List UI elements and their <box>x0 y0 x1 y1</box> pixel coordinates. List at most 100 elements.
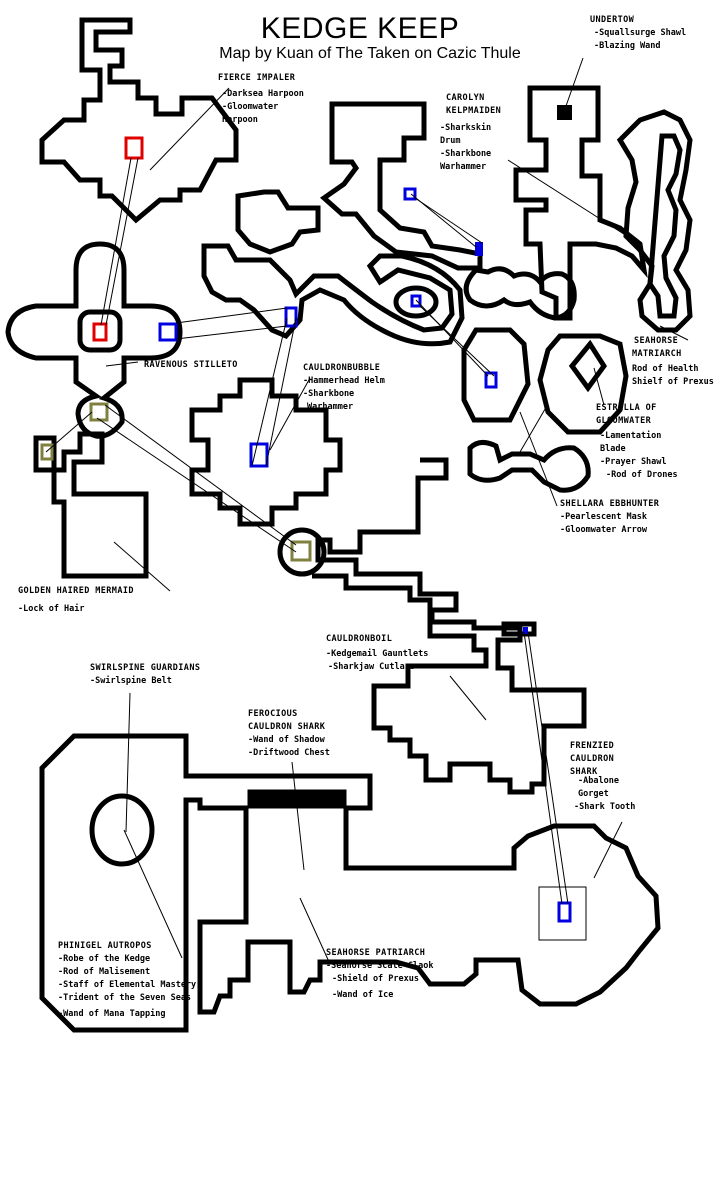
npc-item: -Robe of the Kedge <box>58 954 151 964</box>
npc-item: -Shield of Prexus <box>332 974 419 984</box>
npc-phinigel-autropos: PHINIGEL AUTROPOS -Robe of the Kedge -Ro… <box>58 940 196 1021</box>
npc-item: Shielf of Prexus <box>632 377 714 387</box>
npc-item: -Trident of the Seven Seas <box>58 993 192 1003</box>
npc-item: -Rod of Malisement <box>58 967 151 977</box>
npc-name: CAROLYN <box>446 93 485 103</box>
npc-item: -Lamentation <box>600 431 662 441</box>
npc-item: -Seahorse Scale Claok <box>326 961 434 971</box>
undertow-rooms <box>513 85 693 333</box>
npc-item: -Hammerhead Helm <box>303 376 385 386</box>
npc-fierce-impaler: FIERCE IMPALER -Darksea Harpoon -Gloomwa… <box>218 72 304 127</box>
npc-item: Gorget <box>578 789 609 799</box>
marker-fierce-impaler <box>124 136 144 160</box>
npc-item: Drum <box>440 136 461 146</box>
marker-blue-frenzied <box>557 901 572 923</box>
npc-item: Warhammer <box>307 402 354 412</box>
npc-estrella-of-gloomwater: ESTRELLA OF GLOOMWATER -Lamentation Blad… <box>596 402 678 482</box>
cauldronbubble-room <box>189 377 343 527</box>
npc-name: CAULDRONBUBBLE <box>303 363 381 373</box>
npc-frenzied-cauldron-shark: FRENZIED CAULDRON SHARK -Abalone Gorget … <box>570 740 635 814</box>
central-corridor <box>277 457 587 795</box>
npc-name: SEAHORSE PATRIARCH <box>326 948 426 958</box>
marker-red-cross <box>92 322 108 342</box>
npc-item: -Pearlescent Mask <box>560 512 647 522</box>
npc-ravenous-stilleto: RAVENOUS STILLETO <box>144 359 238 372</box>
marker-olive-cross <box>89 402 109 422</box>
npc-item: -Sharkjaw Cutlass <box>328 662 415 672</box>
npc-name: FRENZIED <box>570 741 615 751</box>
npc-cauldronbubble: CAULDRONBUBBLE -Hammerhead Helm -Sharkbo… <box>303 362 385 414</box>
npc-item: -Driftwood Chest <box>248 748 330 758</box>
npc-item: -Lock of Hair <box>18 604 85 614</box>
npc-item: -Gloomwater Arrow <box>560 525 647 535</box>
east-blob-rooms <box>461 266 629 493</box>
npc-item: -Prayer Shawl <box>600 457 667 467</box>
npc-carolyn-kelpmaiden: CAROLYN KELPMAIDEN -Sharkskin Drum -Shar… <box>440 92 501 174</box>
npc-item: Rod of Health <box>632 364 699 374</box>
npc-item: -Swirlspine Belt <box>90 676 172 686</box>
npc-item: -Staff of Elemental Mastery <box>58 980 197 990</box>
mermaid-room <box>33 431 149 579</box>
map-title: KEDGE KEEP <box>260 12 460 45</box>
npc-name: RAVENOUS STILLETO <box>144 360 238 370</box>
npc-item: -Squallsurge Shawl <box>594 28 687 38</box>
marker-blue-cauldronboil <box>523 627 528 634</box>
markers <box>40 105 572 923</box>
marker-blue-cauldronbubble <box>249 442 269 468</box>
phinigel-hall <box>39 733 661 1033</box>
npc-item: Warhammer <box>440 162 487 172</box>
npc-item: -Abalone <box>578 776 619 786</box>
marker-blue-carolyn <box>403 187 417 201</box>
cross-room <box>5 241 183 439</box>
npc-item: -Sharkskin <box>440 123 492 133</box>
leader-lines <box>45 57 689 965</box>
npc-name-3: SHARK <box>570 767 598 777</box>
marker-blue-corridor <box>284 306 298 328</box>
npc-golden-haired-mermaid: GOLDEN HAIRED MERMAID -Lock of Hair <box>18 585 134 616</box>
npc-item: -Wand of Shadow <box>248 735 325 745</box>
marker-undertow <box>557 105 572 120</box>
npc-item: -Sharkbone <box>440 149 492 159</box>
marker-olive-mermaid <box>40 443 54 461</box>
npc-seahorse-matriarch: SEAHORSE MATRIARCH Rod of Health Shielf … <box>632 335 714 389</box>
npc-name: UNDERTOW <box>590 15 635 25</box>
npc-item: -Sharkbone <box>303 389 355 399</box>
npc-name: GOLDEN HAIRED MERMAID <box>18 586 134 596</box>
npc-name: FIERCE IMPALER <box>218 73 296 83</box>
npc-ferocious-cauldron-shark: FEROCIOUS CAULDRON SHARK -Wand of Shadow… <box>248 708 330 760</box>
fierce-impaler-room <box>39 17 239 224</box>
npc-item: -Wand of Ice <box>332 990 394 1000</box>
marker-blue-small <box>475 242 483 256</box>
npc-name: CAULDRONBOIL <box>326 634 393 644</box>
npc-item: Harpoon <box>222 115 258 125</box>
npc-item: -Wand of Mana Tapping <box>58 1009 166 1019</box>
npc-name: SWIRLSPINE GUARDIANS <box>90 663 201 673</box>
npc-name-2: KELPMAIDEN <box>446 106 502 116</box>
npc-name: PHINIGEL AUTROPOS <box>58 941 152 951</box>
npc-item: -Darksea Harpoon <box>222 89 304 99</box>
npc-name-2: GLOOMWATER <box>596 416 652 426</box>
npc-seahorse-patriarch: SEAHORSE PATRIARCH -Seahorse Scale Claok… <box>326 947 433 1002</box>
npc-name-2: CAULDRON <box>570 754 615 764</box>
npc-item: -Kedgemail Gauntlets <box>326 649 429 659</box>
marker-olive-ring <box>290 540 312 562</box>
npc-item: Blade <box>600 444 626 454</box>
npc-name: ESTRELLA OF <box>596 403 657 413</box>
marker-blue-loop <box>410 294 422 308</box>
npc-swirlspine-guardians: SWIRLSPINE GUARDIANS -Swirlspine Belt <box>90 662 200 688</box>
npc-cauldronboil: CAULDRONBOIL -Kedgemail Gauntlets -Shark… <box>326 633 428 674</box>
npc-name: SEAHORSE <box>634 336 679 346</box>
npc-undertow: UNDERTOW -Squallsurge Shawl -Blazing Wan… <box>590 14 686 53</box>
npc-item: -Rod of Drones <box>606 470 678 480</box>
map-subtitle: Map by Kuan of The Taken on Cazic Thule <box>219 45 521 62</box>
npc-item: -Shark Tooth <box>574 802 636 812</box>
upper-middle-rooms <box>201 101 483 347</box>
npc-shellara-ebbhunter: SHELLARA EBBHUNTER -Pearlescent Mask -Gl… <box>560 498 659 537</box>
npc-name: FEROCIOUS <box>248 709 298 719</box>
npc-item: -Gloomwater <box>222 102 279 112</box>
marker-blue-cross <box>158 322 178 342</box>
npc-name: SHELLARA EBBHUNTER <box>560 499 660 509</box>
npc-name-2: MATRIARCH <box>632 349 682 359</box>
npc-name-2: CAULDRON SHARK <box>248 722 326 732</box>
